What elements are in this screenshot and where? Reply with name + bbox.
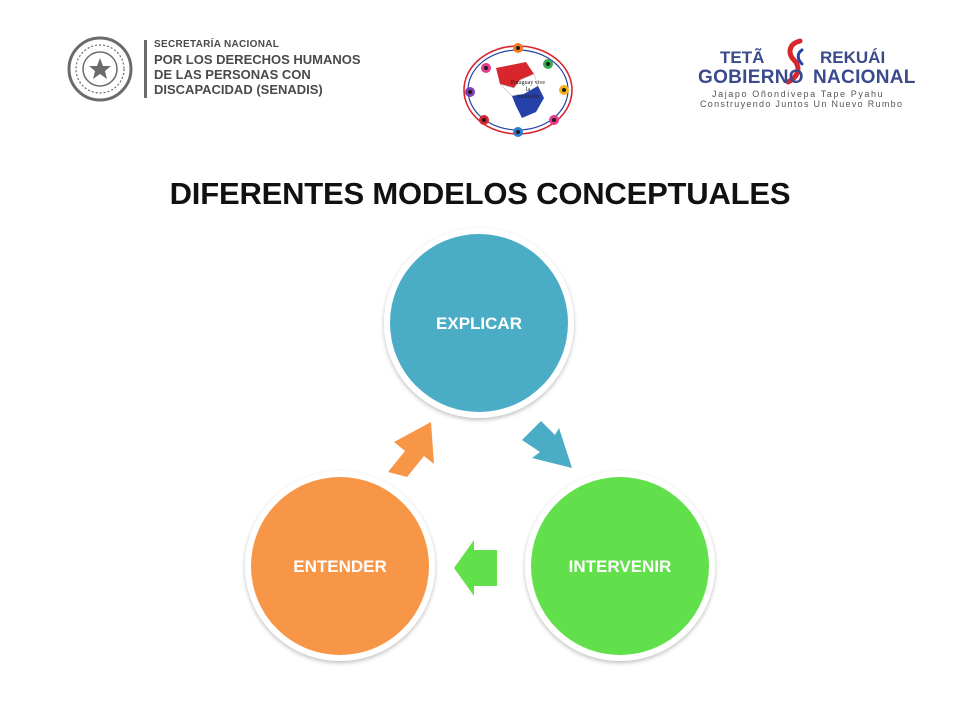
gobierno-s-swoosh-icon xyxy=(785,38,804,85)
flower-decoration-icon xyxy=(465,43,569,137)
node-entender: ENTENDER xyxy=(245,471,435,661)
paraguay-inclusion-logo: Paraguay vive la inclusión xyxy=(456,40,580,140)
nacional-label: NACIONAL xyxy=(813,67,916,88)
rekuai-label: REKUÁI xyxy=(820,48,886,67)
node-explicar-fill xyxy=(390,234,568,412)
arrow-entender-to-explicar xyxy=(388,422,434,477)
senadis-line2: POR LOS DERECHOS HUMANOS xyxy=(154,52,361,67)
node-intervenir-label: INTERVENIR xyxy=(569,557,672,576)
gobierno-row1: TETÃ REKUÁI xyxy=(720,48,885,68)
paraguay-emblem-icon: Paraguay vive la inclusión xyxy=(463,43,573,137)
teta-label: TETÃ xyxy=(720,48,765,67)
gobierno-row2: GOBIERNO NACIONAL xyxy=(698,67,915,89)
gobierno-sub2: Construyendo Juntos Un Nuevo Rumbo xyxy=(700,99,904,109)
paraguay-line3: inclusión xyxy=(517,94,539,100)
gobierno-nacional-logo: TETÃ REKUÁI GOBIERNO NACIONAL Jajapo Oño… xyxy=(698,38,918,109)
node-intervenir-fill xyxy=(531,477,709,655)
arrow-intervenir-to-entender xyxy=(454,540,497,596)
senadis-logo: SECRETARÍA NACIONAL POR LOS DERECHOS HUM… xyxy=(66,36,366,102)
slide-title: DIFERENTES MODELOS CONCEPTUALES xyxy=(169,176,791,211)
node-entender-label: ENTENDER xyxy=(293,557,387,576)
node-explicar-label: EXPLICAR xyxy=(436,314,522,333)
gobierno-label: GOBIERNO xyxy=(698,67,804,88)
paraguay-line1: Paraguay vive xyxy=(511,80,545,86)
arrow-explicar-to-intervenir xyxy=(522,421,572,468)
senadis-text: SECRETARÍA NACIONAL POR LOS DERECHOS HUM… xyxy=(154,38,361,97)
national-seal-icon xyxy=(67,36,133,102)
senadis-line3: DE LAS PERSONAS CON xyxy=(154,67,311,82)
gobierno-sub1: Jajapo Oñondivepa Tape Pyahu xyxy=(712,89,885,99)
paraguay-line2: la xyxy=(526,87,531,93)
header-logos: SECRETARÍA NACIONAL POR LOS DERECHOS HUM… xyxy=(0,0,960,150)
senadis-line4: DISCAPACIDAD (SENADIS) xyxy=(154,82,323,97)
node-intervenir: INTERVENIR xyxy=(525,471,715,661)
node-entender-fill xyxy=(251,477,429,655)
senadis-divider xyxy=(144,40,147,98)
node-explicar: EXPLICAR xyxy=(384,228,574,418)
senadis-line1: SECRETARÍA NACIONAL xyxy=(154,39,280,50)
